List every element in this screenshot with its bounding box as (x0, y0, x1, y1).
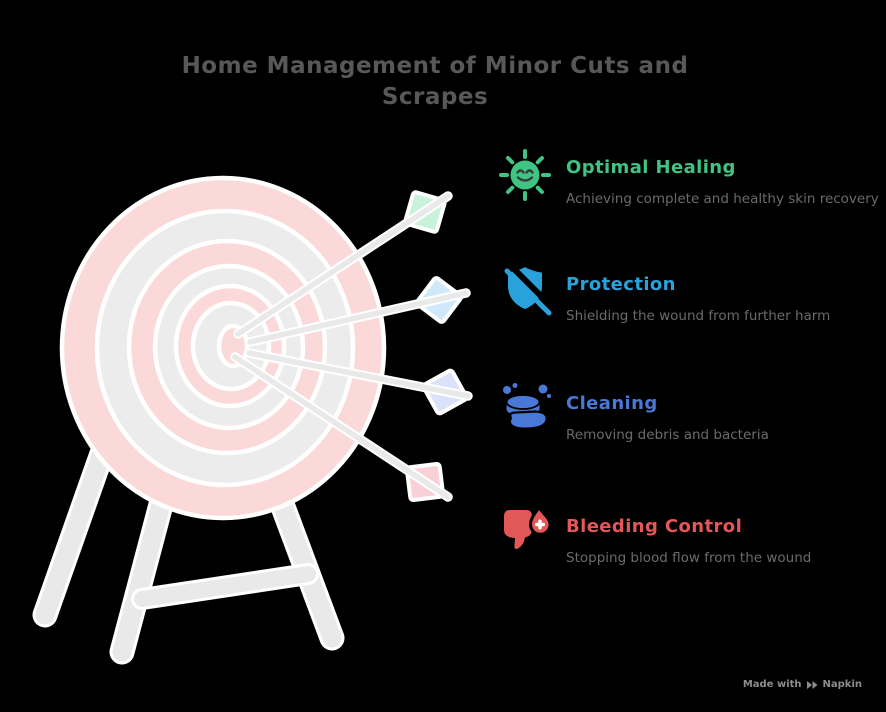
sun-face (516, 169, 534, 182)
brand-label: Napkin (822, 679, 862, 690)
item-heading: Cleaning (566, 393, 658, 414)
page-title-line2: Scrapes (381, 84, 489, 110)
napkin-logo-icon (806, 680, 818, 689)
item-heading: Optimal Healing (566, 157, 736, 178)
arrow-shafts (230, 191, 473, 502)
blood-drop-icon (504, 504, 552, 550)
page-title-line1: Home Management of Minor Cuts and (181, 53, 689, 79)
item-description: Achieving complete and healthy skin reco… (566, 191, 879, 207)
item-description: Shielding the wound from further harm (566, 308, 831, 324)
arrows (230, 190, 473, 503)
shield-off-icon (504, 264, 552, 316)
list-item-cleaning: Cleaning Removing debris and bacteria (497, 381, 886, 444)
sun-smile-icon (499, 149, 551, 201)
made-with-label: Made with (742, 679, 802, 690)
made-with-napkin-badge: Made with Napkin (743, 679, 862, 690)
target-illustration (32, 175, 473, 665)
item-heading: Bleeding Control (566, 516, 743, 537)
item-description: Removing debris and bacteria (566, 427, 769, 443)
list-item-optimal-healing: Optimal Healing Achieving complete and h… (497, 145, 886, 208)
item-heading: Protection (566, 274, 676, 295)
soap-hand-icon (503, 383, 551, 430)
target-rings (59, 175, 387, 521)
list-item-bleeding-control: Bleeding Control Stopping blood flow fro… (497, 504, 886, 567)
list-item-protection: Protection Shielding the wound from furt… (497, 262, 886, 325)
sun-rays (499, 149, 551, 201)
item-description: Stopping blood flow from the wound (566, 550, 812, 566)
